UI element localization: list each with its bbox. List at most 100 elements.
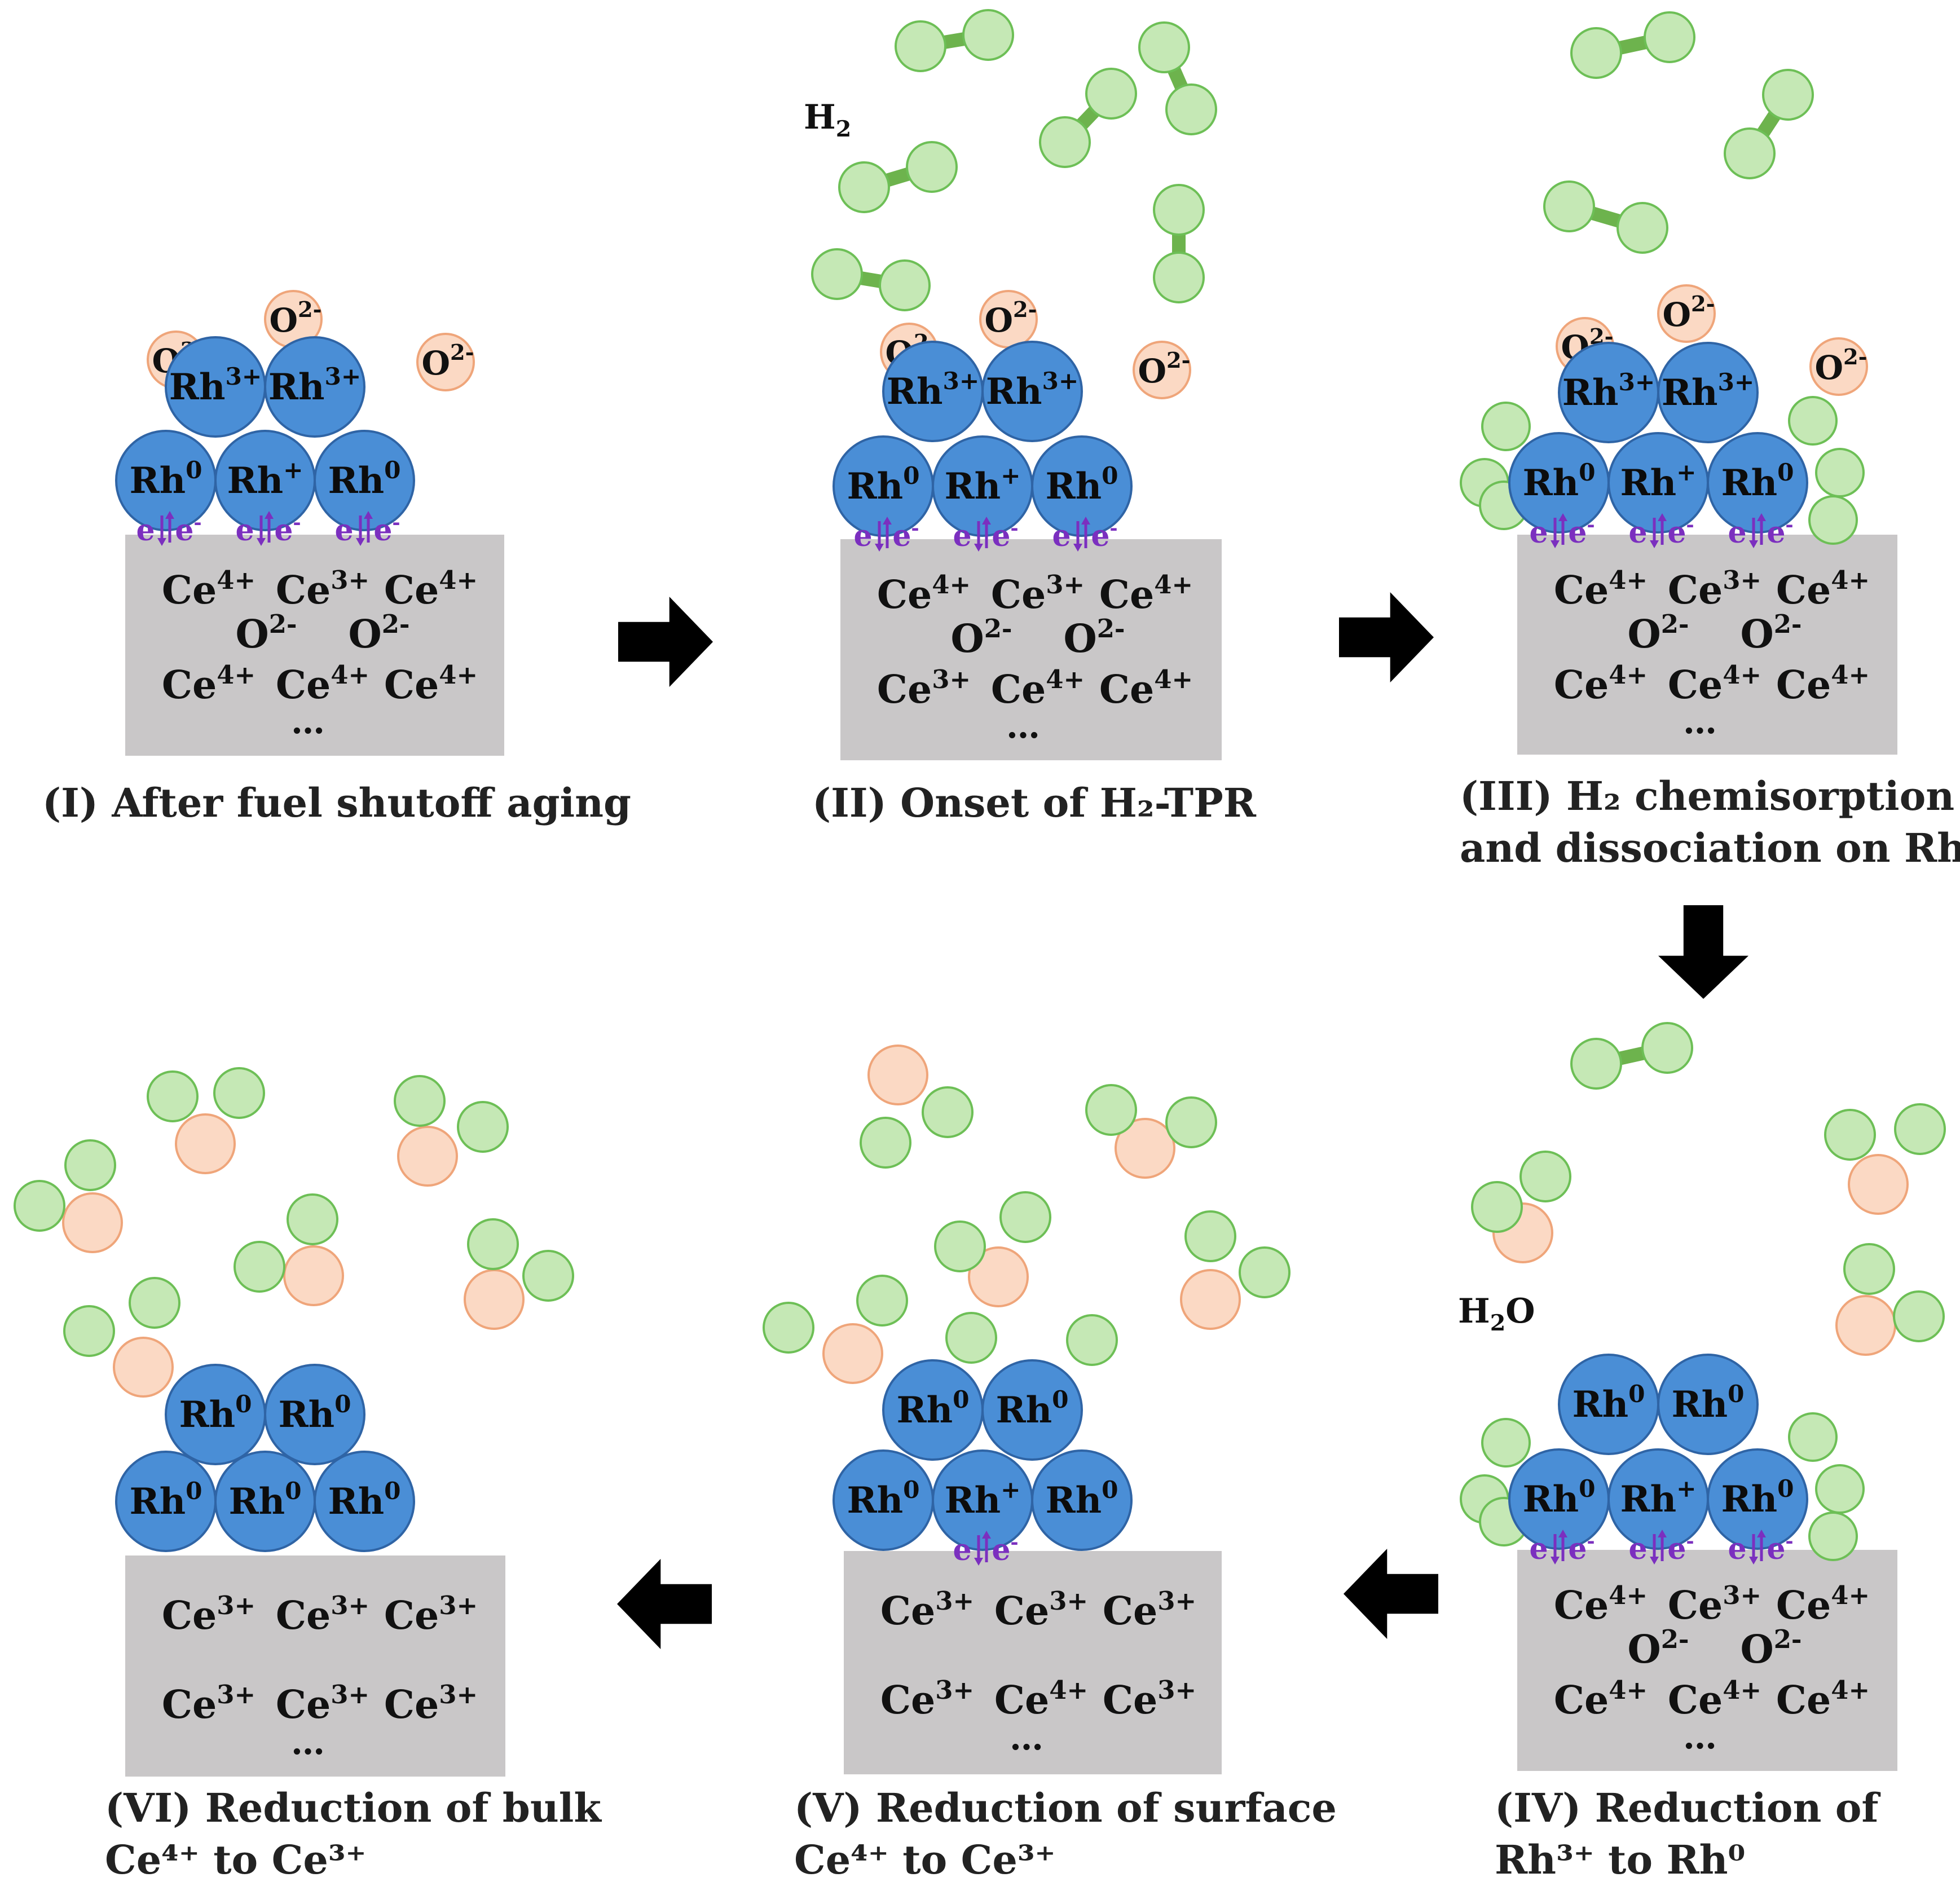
support-oxygen-label: O2- [1063, 614, 1125, 662]
oxygen-atom-icon [822, 1323, 883, 1384]
hydrogen-atom-icon [1808, 495, 1858, 545]
ce-ion-label: Ce3+ [994, 1586, 1088, 1634]
hydrogen-atom-icon [1543, 180, 1595, 232]
hydrogen-atom-icon [147, 1070, 199, 1122]
hydrogen-atom-icon [394, 1075, 446, 1127]
rh-atom-icon [981, 1359, 1083, 1461]
ce-ion-label: Ce3+ [162, 1590, 256, 1638]
process-arrow-icon [1339, 592, 1434, 682]
hydrogen-atom-icon [64, 1139, 116, 1191]
hydrogen-molecule-icon [838, 141, 958, 213]
hydrogen-atom-icon [63, 1305, 115, 1357]
electron-arrow-head [356, 538, 365, 546]
ellipsis-label: … [291, 1723, 325, 1762]
electron-label: e [235, 513, 254, 548]
electron-arrow-head [883, 517, 892, 525]
ellipsis-label: … [1683, 702, 1717, 742]
support-oxygen-label: O2- [348, 609, 409, 657]
process-arrow-icon [618, 597, 713, 687]
electron-arrow-head [875, 544, 884, 552]
ce-ion-label: Ce4+ [1776, 1675, 1870, 1723]
ellipsis-label: … [291, 702, 325, 742]
electron-arrow-head [974, 1558, 983, 1566]
hydrogen-atom-icon [763, 1302, 814, 1354]
hydrogen-molecule-icon [1724, 69, 1814, 179]
hydrogen-atom-icon [1481, 1418, 1531, 1468]
arrow-shape [1339, 592, 1434, 682]
ellipsis-label: … [1010, 1718, 1043, 1758]
ce-ion-label: Ce4+ [1554, 565, 1648, 613]
electron-arrow-head [1551, 1557, 1560, 1565]
hydrogen-atom-icon [522, 1250, 574, 1302]
electron-label: e [953, 519, 971, 553]
panel-caption: Ce⁴⁺ to Ce³⁺ [105, 1836, 366, 1883]
support-oxygen-label: O2- [1627, 1624, 1689, 1672]
hydrogen-atom-icon [922, 1086, 974, 1138]
electron-arrow-head [1558, 513, 1567, 521]
panel-caption: (I) After fuel shutoff aging [42, 779, 631, 826]
ce-ion-label: Ce4+ [1554, 1675, 1648, 1723]
rh-atom-label: Rh0 [1671, 1380, 1744, 1426]
ce-ion-label: Ce4+ [1099, 664, 1193, 712]
surface-oxygen-label: O2- [421, 340, 474, 382]
arrow-shape [1658, 905, 1748, 999]
ellipsis-label: … [1683, 1717, 1717, 1757]
electron-label: e [1628, 1532, 1647, 1566]
oxygen-atom-icon [1657, 284, 1716, 343]
panel-caption: (V) Reduction of surface [794, 1784, 1337, 1831]
hydrogen-atom-icon [934, 1220, 986, 1272]
hydrogen-atom-icon [14, 1180, 65, 1232]
oxygen-atom-icon [968, 1246, 1029, 1307]
oxygen-atom-icon [1133, 341, 1191, 399]
process-arrow-icon [1658, 905, 1748, 999]
ce-ion-label: Ce4+ [1554, 660, 1648, 708]
hydrogen-atom-icon [879, 259, 931, 311]
rh-atom-label: Rh0 [129, 1477, 202, 1523]
panel-ii: O2-O2-O2-Rh0Rh+Rh0Rh3+Rh3+ee-ee-ee-Ce4+C… [812, 290, 1257, 826]
hydrogen-atom-icon [1085, 1084, 1137, 1136]
water-molecule-icon [934, 1191, 1051, 1307]
rh-atom-label: Rh0 [1522, 1474, 1595, 1521]
hydrogen-atom-icon [1184, 1210, 1236, 1262]
catalyst-panels: O2-O2-O2-Rh0Rh+Rh0Rh3+Rh3+ee-ee-ee-Ce4+C… [42, 284, 1960, 1883]
surface-oxygen-label: O2- [1662, 292, 1715, 334]
hydrogen-atom-icon [1066, 1314, 1118, 1366]
electron-arrow-head [1558, 1530, 1567, 1537]
ce-ion-label: Ce3+ [880, 1586, 974, 1634]
electron-arrow-head [974, 544, 983, 552]
arrow-shape [1344, 1549, 1438, 1639]
panel-caption: (IV) Reduction of [1495, 1784, 1880, 1831]
ceria-support-icon [844, 1551, 1222, 1774]
hydrogen-atom-icon [1481, 402, 1531, 451]
electron-arrow-head [1081, 517, 1090, 525]
electron-label: e [1628, 515, 1647, 550]
rh-atom-label: Rh0 [847, 461, 919, 508]
hydrogen-atom-icon [287, 1193, 338, 1245]
panel-i: O2-O2-O2-Rh0Rh+Rh0Rh3+Rh3+ee-ee-ee-Ce4+C… [42, 290, 631, 826]
electron-label: e [1728, 1532, 1746, 1566]
hydrogen-atom-icon [999, 1191, 1051, 1243]
process-arrow-icon [1344, 1549, 1438, 1639]
panel-caption: (III) H₂ chemisorption [1460, 773, 1954, 819]
hydrogen-atom-icon [457, 1101, 509, 1153]
ce-ion-label: Ce3+ [276, 1680, 369, 1728]
electron-label: e [1728, 515, 1746, 550]
ce-ion-label: Ce3+ [162, 1680, 256, 1728]
electron-arrow-head [265, 511, 274, 519]
oxygen-atom-icon [416, 333, 475, 391]
electron-label: e [853, 519, 872, 553]
water-molecule-icon [1085, 1084, 1217, 1179]
electron-arrow-head [257, 538, 266, 546]
electron-label: e [1052, 519, 1071, 553]
rh-atom-label: Rh0 [1045, 1475, 1118, 1522]
hydrogen-molecule-icon [1153, 184, 1205, 303]
electron-arrow-head [1749, 1557, 1758, 1565]
hydrogen-atom-icon [234, 1241, 285, 1293]
hydrogen-atom-icon [467, 1218, 519, 1270]
rh-atom-label: Rh0 [278, 1390, 351, 1436]
